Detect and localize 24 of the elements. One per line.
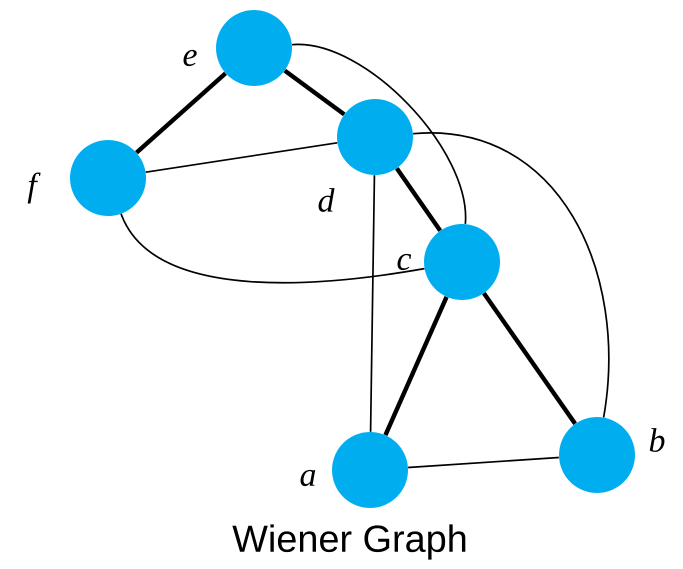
caption: Wiener Graph [232, 524, 466, 560]
graph-vertex [337, 99, 413, 175]
graph-edge [135, 72, 227, 154]
graph-edge [395, 167, 442, 232]
graph-vertex [559, 417, 635, 493]
vertex-label: a [300, 470, 316, 486]
graph-vertex [332, 432, 408, 508]
graph-edge [120, 213, 425, 284]
graph-edge [482, 292, 577, 425]
vertex-label: d [318, 188, 335, 212]
graph-edge [408, 456, 559, 468]
graph-edge [383, 296, 449, 436]
vertex-label: b [650, 428, 664, 452]
graph-edge [283, 68, 346, 116]
vertex-label: f [28, 172, 41, 204]
graph-vertex [424, 224, 500, 300]
graph-edge [292, 44, 466, 224]
graph-edge [146, 142, 338, 174]
graph-vertex [216, 10, 292, 86]
graph-vertex [70, 140, 146, 216]
graph-edge [413, 132, 610, 418]
vertex-label: e [184, 50, 197, 66]
graph-edge [370, 175, 376, 432]
vertex-label: c [398, 254, 412, 270]
